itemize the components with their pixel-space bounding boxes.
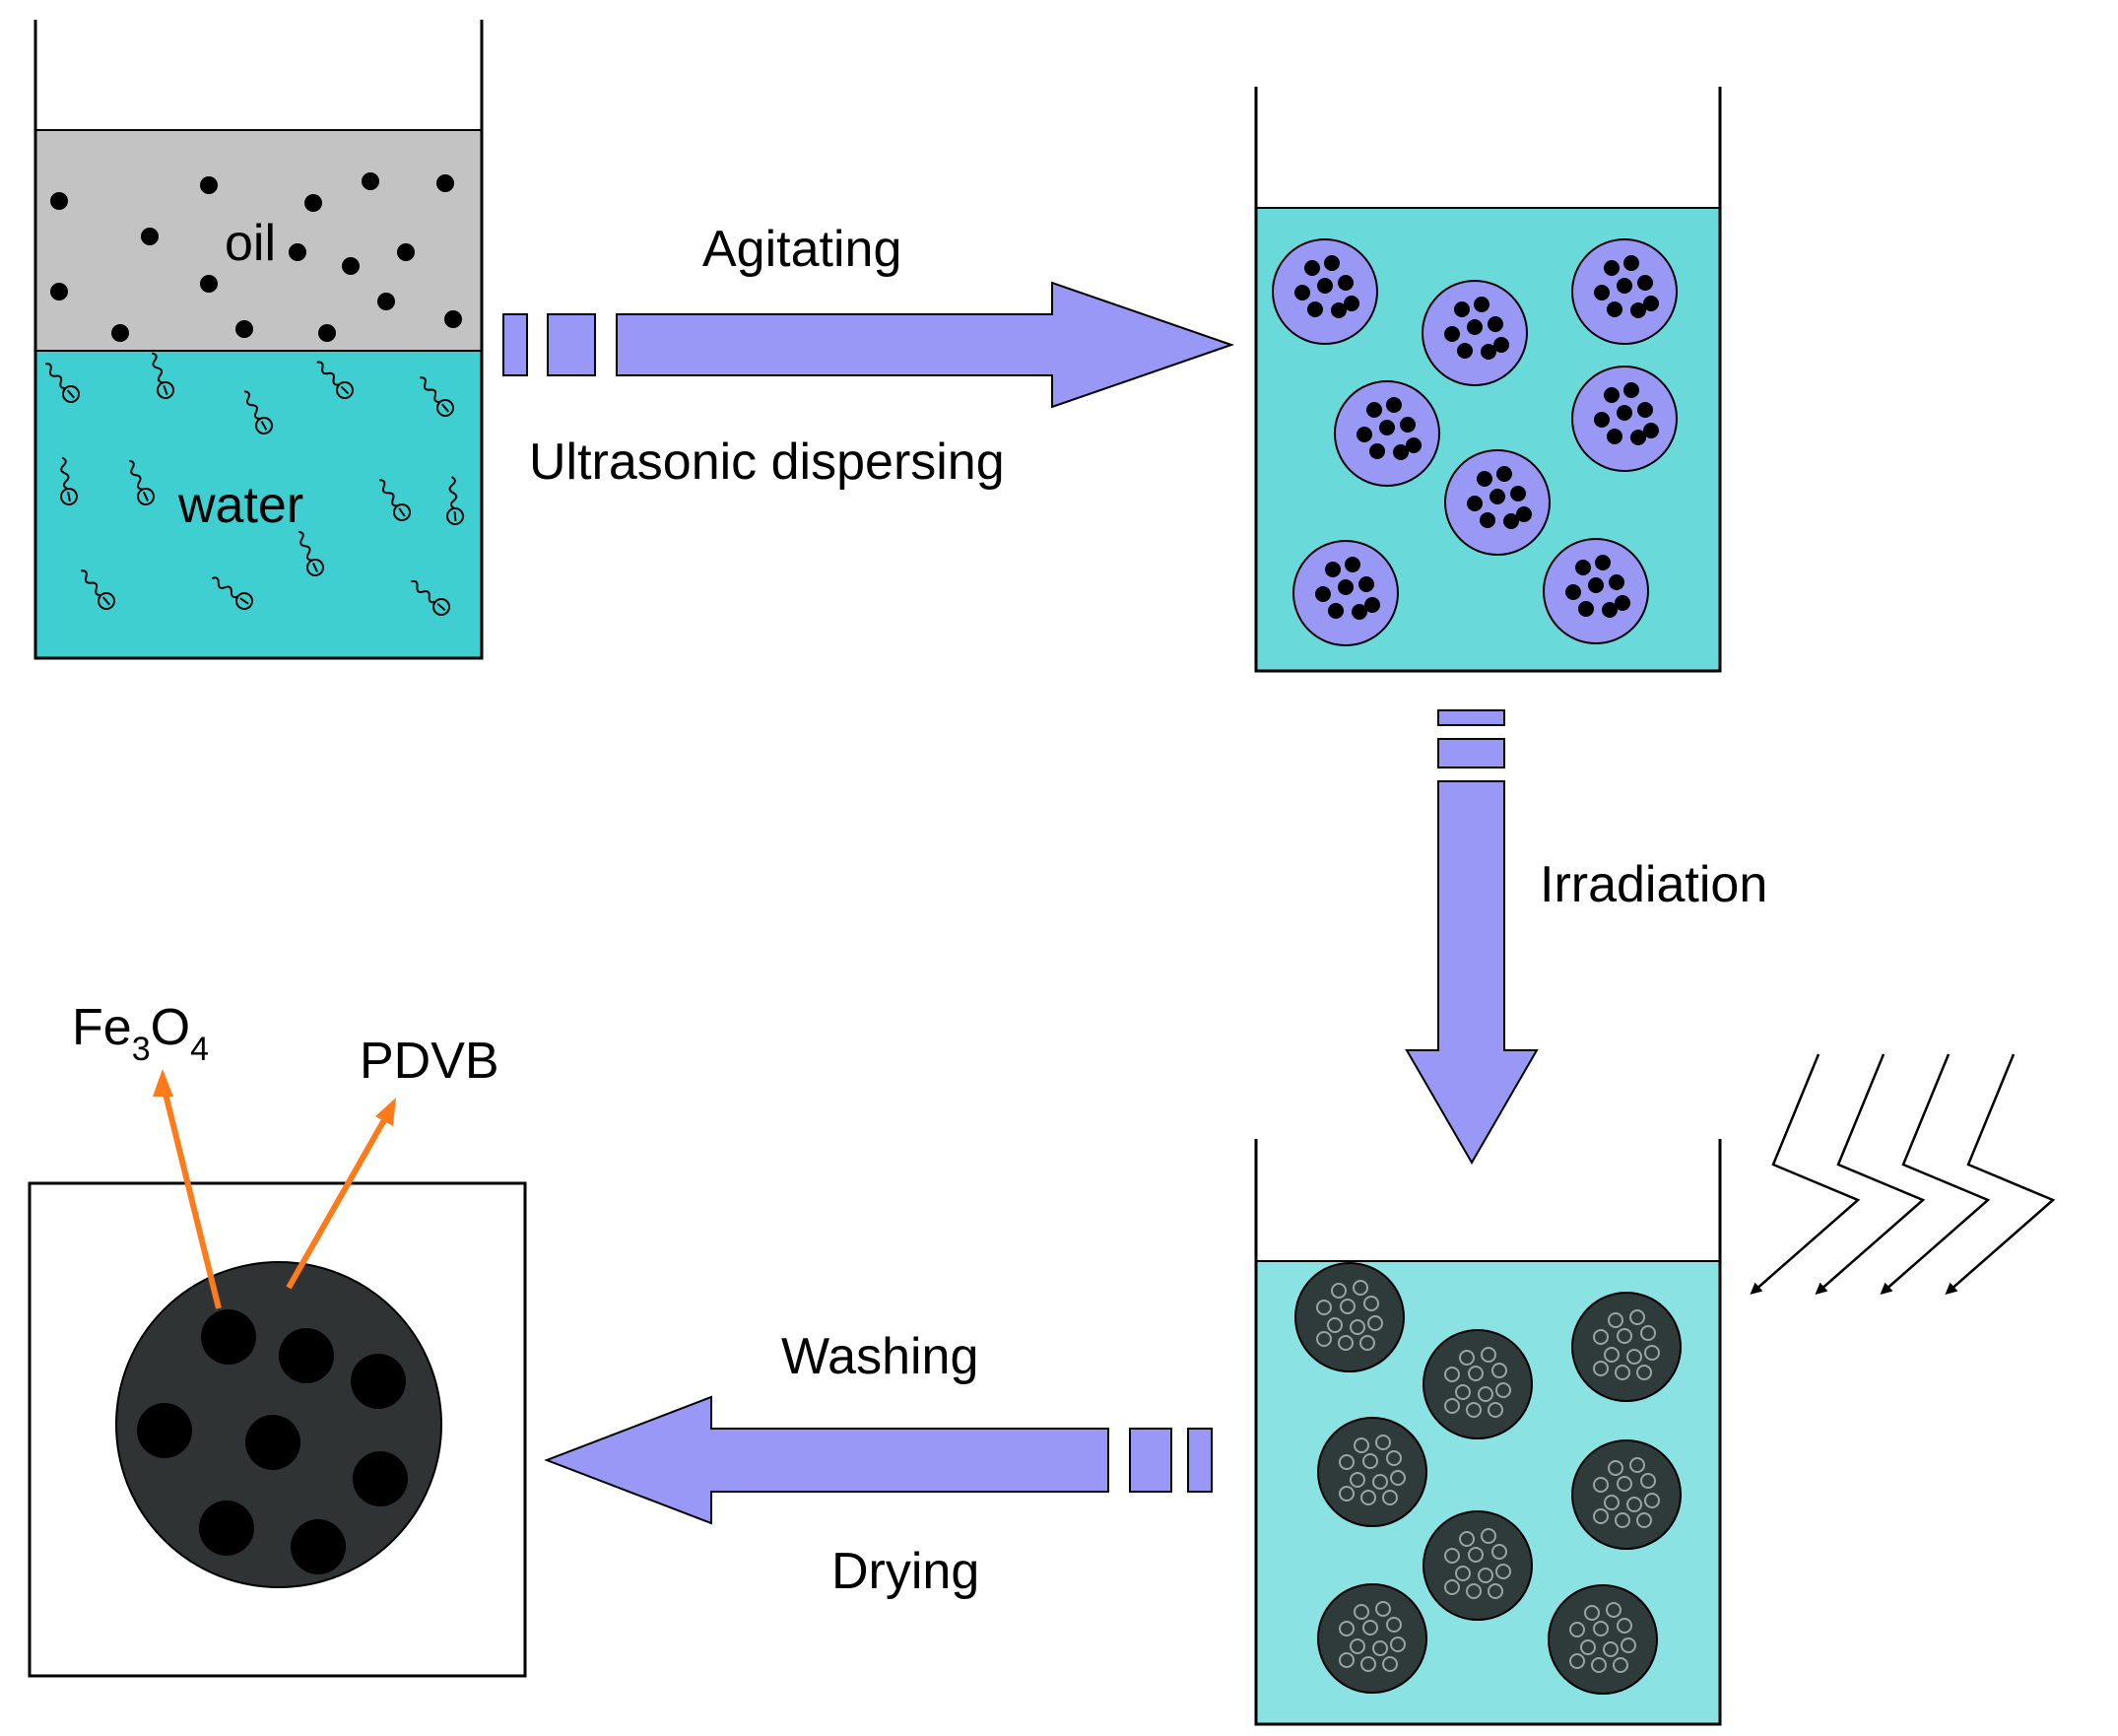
arrowhead-icon <box>375 1098 396 1126</box>
polymer-bead <box>1317 1583 1427 1694</box>
droplet <box>1272 238 1378 345</box>
water-label: water <box>177 477 303 534</box>
oil-layer <box>35 130 482 351</box>
polymer-bead <box>1317 1417 1427 1527</box>
nanoparticle <box>351 1354 406 1409</box>
polymer-bead <box>1571 1439 1682 1550</box>
surfactant-icon <box>243 390 273 434</box>
particle-dot <box>111 324 129 342</box>
particle-dot <box>377 293 395 310</box>
particle-dot <box>397 243 415 261</box>
beaker-emulsion <box>1254 87 1722 673</box>
nanoparticle <box>137 1403 192 1458</box>
droplet <box>1292 540 1399 646</box>
nanoparticle <box>353 1451 408 1506</box>
water-layer <box>35 351 482 658</box>
droplet <box>1444 449 1551 556</box>
down-arrow-icon <box>1405 780 1539 1165</box>
surfactant-icon <box>81 569 115 610</box>
polymer-bead <box>1571 1292 1682 1402</box>
nanoparticle <box>245 1415 300 1470</box>
droplet <box>1571 366 1678 472</box>
beaker-oil-water: oil water <box>33 20 484 660</box>
polymer-bead <box>1294 1262 1405 1372</box>
particle-dot <box>436 174 454 192</box>
agitating-label: Agitating <box>702 221 901 278</box>
nanoparticle <box>201 1309 256 1365</box>
product-particle-box: Fe3O4 PDVB <box>28 999 527 1678</box>
surfactant-icon <box>152 352 174 399</box>
particle-dot <box>304 194 322 212</box>
beaker-polymerized <box>1254 1139 1722 1726</box>
droplet <box>1571 238 1678 345</box>
droplet <box>1422 280 1528 386</box>
drying-label: Drying <box>831 1543 979 1600</box>
droplet <box>1543 538 1649 644</box>
arrow-agitating: Agitating Ultrasonic dispersing <box>502 221 1235 491</box>
surfactant-icon <box>298 530 324 576</box>
nanoparticle <box>279 1328 334 1383</box>
irradiation-label: Irradiation <box>1540 856 1767 913</box>
pdvb-pointer <box>286 1109 392 1290</box>
polymer-bead <box>1548 1584 1658 1695</box>
polymer-bead <box>1423 1510 1533 1621</box>
particle-dot <box>235 320 253 338</box>
surfactant-icon <box>411 579 450 616</box>
surfactant-icon <box>45 363 80 403</box>
surfactant-molecules <box>45 352 464 616</box>
oil-particles <box>50 172 462 342</box>
nanoparticle <box>199 1501 254 1556</box>
particle-dot <box>141 228 159 245</box>
particle-dot <box>200 275 218 293</box>
particle-dot <box>289 243 306 261</box>
surfactant-icon <box>60 456 78 505</box>
right-arrow-icon <box>616 281 1235 409</box>
polymer-beads <box>1294 1262 1682 1695</box>
arrow-irradiation: Irradiation <box>1405 709 1767 1165</box>
beaker-3-outline <box>1254 1139 1722 1726</box>
ultrasonic-label: Ultrasonic dispersing <box>529 434 1005 491</box>
polymer-bead <box>1423 1329 1533 1439</box>
particle-dot <box>50 192 68 210</box>
surfactant-icon <box>379 479 411 521</box>
beaker-2-outline <box>1254 87 1722 673</box>
surfactant-icon <box>420 376 454 417</box>
arrow-washing: Washing Drying <box>544 1328 1213 1600</box>
pdvb-label: PDVB <box>360 1033 499 1090</box>
surfactant-icon <box>316 361 354 399</box>
particle-dot <box>50 283 68 300</box>
surfactant-icon <box>211 576 253 610</box>
arrowhead-icon <box>153 1069 173 1097</box>
oil-label: oil <box>225 215 276 272</box>
particle-dot <box>342 257 360 275</box>
beaker-1-outline <box>33 20 484 660</box>
droplet <box>1334 380 1440 487</box>
surfactant-icon <box>128 459 155 505</box>
fe3o4-pointer <box>160 1081 222 1309</box>
washing-label: Washing <box>781 1328 978 1385</box>
surfactant-icon <box>446 476 464 525</box>
left-arrow-icon <box>544 1395 1109 1525</box>
particle-dot <box>362 172 379 190</box>
particle-dot <box>318 324 336 342</box>
particle-dot <box>200 176 218 194</box>
fe3o4-nanoparticles <box>137 1309 408 1574</box>
fe3o4-label: Fe3O4 <box>72 999 209 1068</box>
monomer-droplets <box>1272 238 1678 646</box>
nanoparticle <box>291 1519 346 1574</box>
radiation-icon <box>1750 1053 2056 1295</box>
particle-dot <box>444 310 462 328</box>
